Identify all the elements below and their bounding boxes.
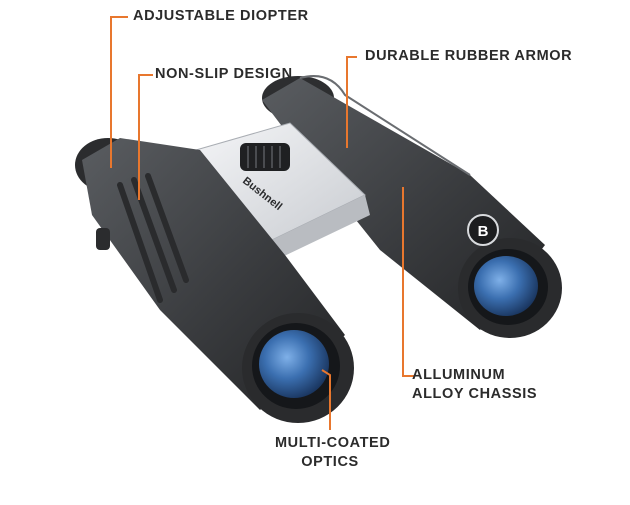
callout-durable-rubber-armor: DURABLE RUBBER ARMOR — [365, 48, 573, 64]
focus-wheel — [240, 143, 290, 171]
brand-badge: B — [467, 214, 499, 246]
callout-adjustable-diopter: ADJUSTABLE DIOPTER — [133, 8, 309, 24]
left-objective-lens — [242, 313, 354, 423]
callout-line-non-slip — [138, 74, 153, 200]
callout-line-diopter — [110, 16, 128, 168]
callout-line-chassis — [402, 187, 415, 377]
callout-line-armor — [346, 56, 357, 148]
callout-line-optics — [321, 369, 331, 430]
callout-non-slip-design: NON-SLIP DESIGN — [155, 66, 293, 82]
callout-aluminum-alloy-chassis: ALLUMINUM ALLOY CHASSIS — [412, 367, 538, 402]
callout-lines — [110, 16, 415, 430]
brand-badge-letter: B — [478, 223, 489, 240]
right-objective-lens — [458, 238, 562, 338]
callout-multi-coated-optics: MULTI-COATED OPTICS — [275, 435, 391, 470]
